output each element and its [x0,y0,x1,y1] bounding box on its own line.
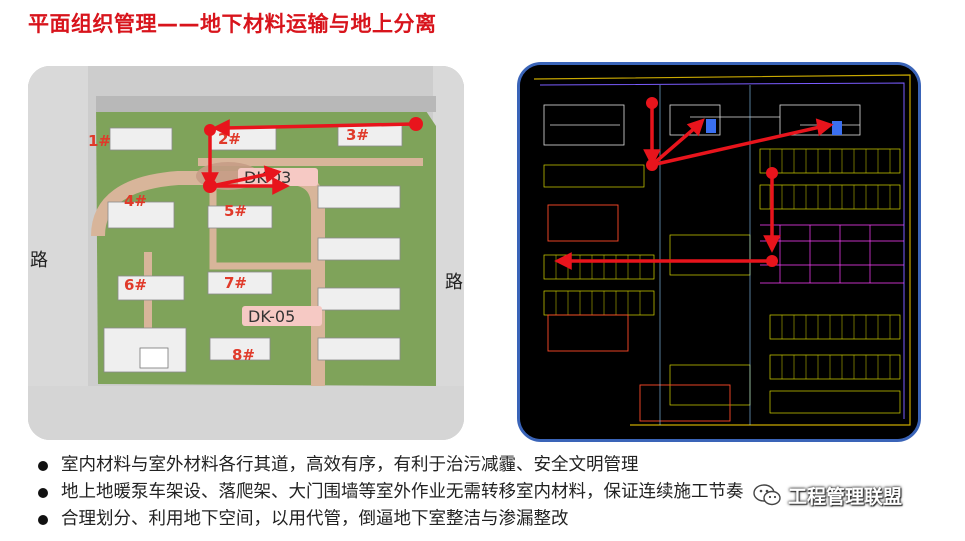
building-label-1: 1# [88,132,111,150]
transport-arrows [201,119,415,195]
bullet-text: 合理划分、利用地下空间，以用代管，倒逼地下室整洁与渗漏整改 [61,509,569,529]
basement-transport-arrows [554,99,834,270]
basement-cad-image [517,62,921,442]
bullet-item-3: 合理划分、利用地下空间，以用代管，倒逼地下室整洁与渗漏整改 [38,506,938,533]
building-label-2: 2# [218,130,241,148]
watermark-text: 工程管理联盟 [788,485,903,508]
road-label-left: 路 [30,250,48,271]
building-label-3: 3# [346,126,369,144]
building-label-7: 7# [224,274,247,292]
bullet-dot-icon [38,460,48,471]
bullet-list: 室内材料与室外材料各行其道，高效有序，有利于治污减霾、安全文明管理 地上地暖泵车… [38,452,938,533]
basement-cad-drawing [520,65,918,439]
bullet-dot-icon [38,487,48,498]
site-plan-drawing: DK-03 DK-05 路 路 1# 2# 3# 4# 5# 6# 7# 8# [28,66,464,440]
building-label-4: 4# [124,192,147,210]
slide-title: 平面组织管理——地下材料运输与地上分离 [28,12,437,36]
watermark: 工程管理联盟 [752,480,902,510]
zone-label-dk05: DK-05 [248,307,295,326]
building-label-5: 5# [224,202,247,220]
bullet-dot-icon [38,514,48,525]
bullet-text: 室内材料与室外材料各行其道，高效有序，有利于治污减霾、安全文明管理 [61,455,639,475]
bullet-item-2: 地上地暖泵车架设、落爬架、大门围墙等室外作业无需转移室内材料，保证连续施工节奏 [38,479,938,506]
bullet-text: 地上地暖泵车架设、落爬架、大门围墙等室外作业无需转移室内材料，保证连续施工节奏 [61,482,744,502]
road-label-right: 路 [445,272,463,293]
building-label-6: 6# [124,276,147,294]
site-plan-image: DK-03 DK-05 路 路 1# 2# 3# 4# 5# 6# 7# 8# [28,66,464,440]
building-label-8: 8# [232,346,255,364]
bullet-item-1: 室内材料与室外材料各行其道，高效有序，有利于治污减霾、安全文明管理 [38,452,938,479]
wechat-icon [752,482,782,508]
